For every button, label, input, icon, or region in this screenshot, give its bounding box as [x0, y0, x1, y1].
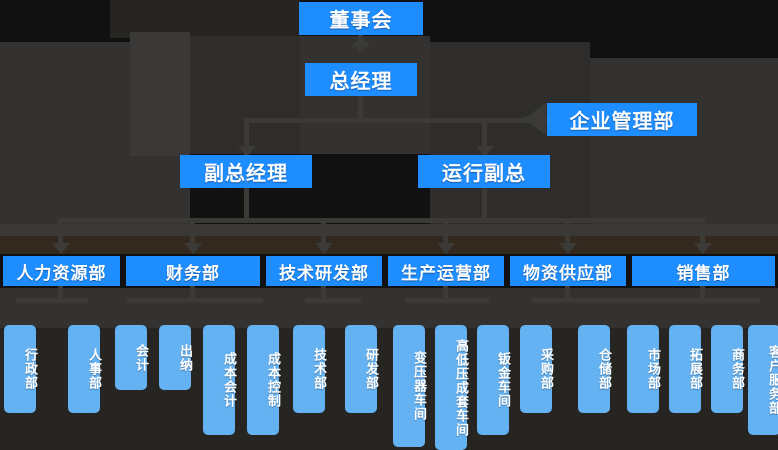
connector-dept-drop-2 — [190, 218, 195, 244]
connector-vp1-down — [244, 188, 249, 218]
node-unit-accounting[interactable]: 会计 — [115, 325, 148, 390]
node-unit-sheet-metal-workshop[interactable]: 钣金车间 — [477, 325, 510, 435]
node-deputy-general-manager[interactable]: 副总经理 — [180, 155, 312, 188]
node-enterprise-management-dept[interactable]: 企业管理部 — [547, 103, 697, 136]
node-board-of-directors[interactable]: 董事会 — [299, 2, 423, 35]
node-unit-research-development[interactable]: 研发部 — [345, 325, 378, 413]
connector-to-vp1 — [244, 118, 249, 155]
node-unit-administration[interactable]: 行政部 — [4, 325, 37, 413]
connector-dept-drop-1 — [58, 218, 63, 244]
connector-unit-stem-6 — [700, 286, 705, 298]
connector-dept-drop-5 — [565, 218, 570, 244]
connector-dept-bus — [58, 218, 704, 223]
connector-gm-down — [358, 96, 363, 118]
bg-panel-topleft — [110, 0, 300, 38]
node-dept-material-supply[interactable]: 物资供应部 — [510, 256, 626, 286]
connector-dept-drop-4 — [443, 218, 448, 244]
connector-unit-bus-3 — [305, 298, 361, 303]
node-unit-expansion[interactable]: 拓展部 — [669, 325, 702, 413]
connector-unit-bus-5 — [532, 298, 590, 303]
arrow-down-dept-3 — [315, 243, 333, 254]
node-unit-technology[interactable]: 技术部 — [293, 325, 326, 413]
node-unit-transformer-workshop[interactable]: 变压器车间 — [393, 325, 426, 447]
arrow-down-dept-2 — [184, 243, 202, 254]
connector-vp2-down — [482, 188, 487, 218]
node-unit-personnel[interactable]: 人事部 — [68, 325, 101, 413]
connector-unit-bus-1 — [16, 298, 88, 303]
node-dept-human-resources[interactable]: 人力资源部 — [3, 256, 120, 286]
arrow-down-dept-1 — [52, 243, 70, 254]
node-unit-marketing[interactable]: 市场部 — [627, 325, 660, 413]
connector-gm-bus — [244, 118, 584, 123]
arrow-down-dept-6 — [694, 243, 712, 254]
node-unit-cost-control[interactable]: 成本控制 — [247, 325, 280, 435]
node-unit-hv-lv-switchgear-workshop[interactable]: 高低压成套车间 — [435, 325, 468, 450]
node-unit-purchasing[interactable]: 采购部 — [520, 325, 553, 413]
node-dept-technology-rd[interactable]: 技术研发部 — [266, 256, 382, 286]
bg-panel-column — [130, 32, 190, 156]
node-operations-vice-president[interactable]: 运行副总 — [418, 155, 550, 188]
node-unit-cost-accounting[interactable]: 成本会计 — [203, 325, 236, 435]
connector-unit-stem-2 — [190, 286, 195, 298]
bg-strip-warm — [0, 236, 778, 254]
node-dept-finance[interactable]: 财务部 — [126, 256, 260, 286]
arrow-down-vp2 — [476, 146, 494, 157]
node-unit-customer-service[interactable]: 客户服务部 — [748, 325, 778, 435]
connector-unit-stem-3 — [321, 286, 326, 298]
connector-unit-bus-4 — [405, 298, 489, 303]
node-unit-business-affairs[interactable]: 商务部 — [711, 325, 744, 413]
arrow-left-enterprise-mgmt — [524, 103, 546, 135]
connector-dept-drop-3 — [321, 218, 326, 244]
connector-dept-drop-6 — [700, 218, 705, 244]
bg-panel-right — [590, 58, 778, 224]
connector-unit-stem-5 — [565, 286, 570, 298]
node-unit-warehousing[interactable]: 仓储部 — [578, 325, 611, 413]
arrow-up-gm-to-board — [352, 36, 370, 47]
connector-unit-stem-1 — [58, 286, 63, 298]
arrow-down-vp1 — [238, 146, 256, 157]
connector-unit-bus-2 — [127, 298, 263, 303]
arrow-down-dept-4 — [437, 243, 455, 254]
node-unit-cashier[interactable]: 出纳 — [159, 325, 192, 390]
bg-strip-unit — [0, 288, 778, 328]
connector-unit-bus-6 — [590, 298, 760, 303]
node-dept-production-operations[interactable]: 生产运营部 — [388, 256, 504, 286]
connector-unit-stem-4 — [443, 286, 448, 298]
node-dept-sales[interactable]: 销售部 — [632, 256, 775, 286]
connector-to-vp2 — [482, 118, 487, 155]
node-general-manager[interactable]: 总经理 — [305, 63, 417, 96]
arrow-down-dept-5 — [559, 243, 577, 254]
